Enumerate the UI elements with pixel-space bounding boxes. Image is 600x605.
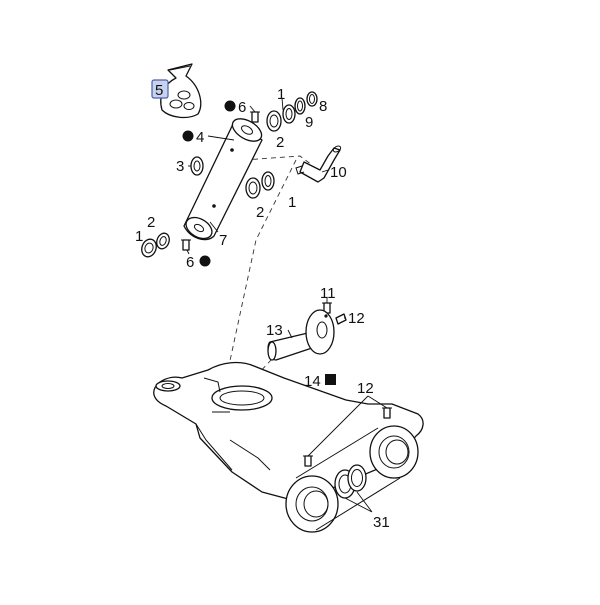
grease-nipple-12-upper bbox=[335, 313, 347, 325]
callout-12-upper: 12 bbox=[348, 310, 365, 327]
leader-13 bbox=[287, 329, 293, 339]
callout-6-bottom: 6 bbox=[186, 254, 194, 271]
cylinder bbox=[183, 118, 263, 241]
marker-square-14 bbox=[325, 374, 336, 385]
seal-pair-right bbox=[245, 171, 275, 199]
callout-11: 11 bbox=[320, 285, 336, 302]
washer-3 bbox=[190, 156, 204, 176]
callout-13: 13 bbox=[266, 322, 283, 339]
callout-9: 9 bbox=[305, 114, 313, 131]
callout-4: 4 bbox=[196, 129, 204, 146]
callout-1-top: 1 bbox=[277, 86, 285, 103]
leader-6a bbox=[249, 105, 256, 113]
callout-8: 8 bbox=[319, 98, 327, 115]
grease-nipple-12-right bbox=[382, 407, 392, 419]
leader-31 bbox=[344, 491, 373, 513]
callout-12-lower: 12 bbox=[357, 380, 374, 397]
callout-5-highlight bbox=[151, 79, 169, 99]
leader-7 bbox=[209, 221, 219, 233]
pivot-pin bbox=[267, 309, 335, 361]
leader-4 bbox=[207, 135, 235, 141]
swing-frame bbox=[153, 361, 424, 533]
grease-nipple-12-left bbox=[303, 455, 313, 467]
marker-dot-6a bbox=[224, 100, 236, 112]
elbow-pin bbox=[295, 145, 342, 183]
leader-12b bbox=[307, 395, 388, 457]
callout-31: 31 bbox=[373, 514, 390, 531]
marker-dot-6b bbox=[199, 255, 211, 267]
seals-31 bbox=[334, 464, 367, 499]
callout-1-left: 1 bbox=[135, 228, 143, 245]
callout-7: 7 bbox=[219, 232, 227, 249]
marker-dot-4 bbox=[182, 130, 194, 142]
callout-5: 5 bbox=[155, 82, 163, 99]
assembly-line-main bbox=[227, 159, 297, 371]
assembly-line-right bbox=[243, 155, 313, 166]
leader-10 bbox=[321, 169, 329, 173]
callout-2-right: 2 bbox=[256, 204, 264, 221]
grease-nipple-bottom bbox=[181, 239, 191, 251]
callout-2-left: 2 bbox=[147, 214, 155, 231]
callout-6-top: 6 bbox=[238, 99, 246, 116]
leader-top-1 bbox=[281, 97, 284, 111]
callout-3: 3 bbox=[176, 158, 184, 175]
callout-14: 14 bbox=[304, 373, 321, 390]
callout-1-right: 1 bbox=[288, 194, 296, 211]
callout-10: 10 bbox=[330, 164, 347, 181]
callout-2-top: 2 bbox=[276, 134, 284, 151]
seal-stack-top bbox=[266, 91, 318, 132]
grease-nipple-top bbox=[250, 111, 260, 123]
leader-6b bbox=[186, 249, 190, 255]
seal-pair-left bbox=[141, 232, 170, 258]
